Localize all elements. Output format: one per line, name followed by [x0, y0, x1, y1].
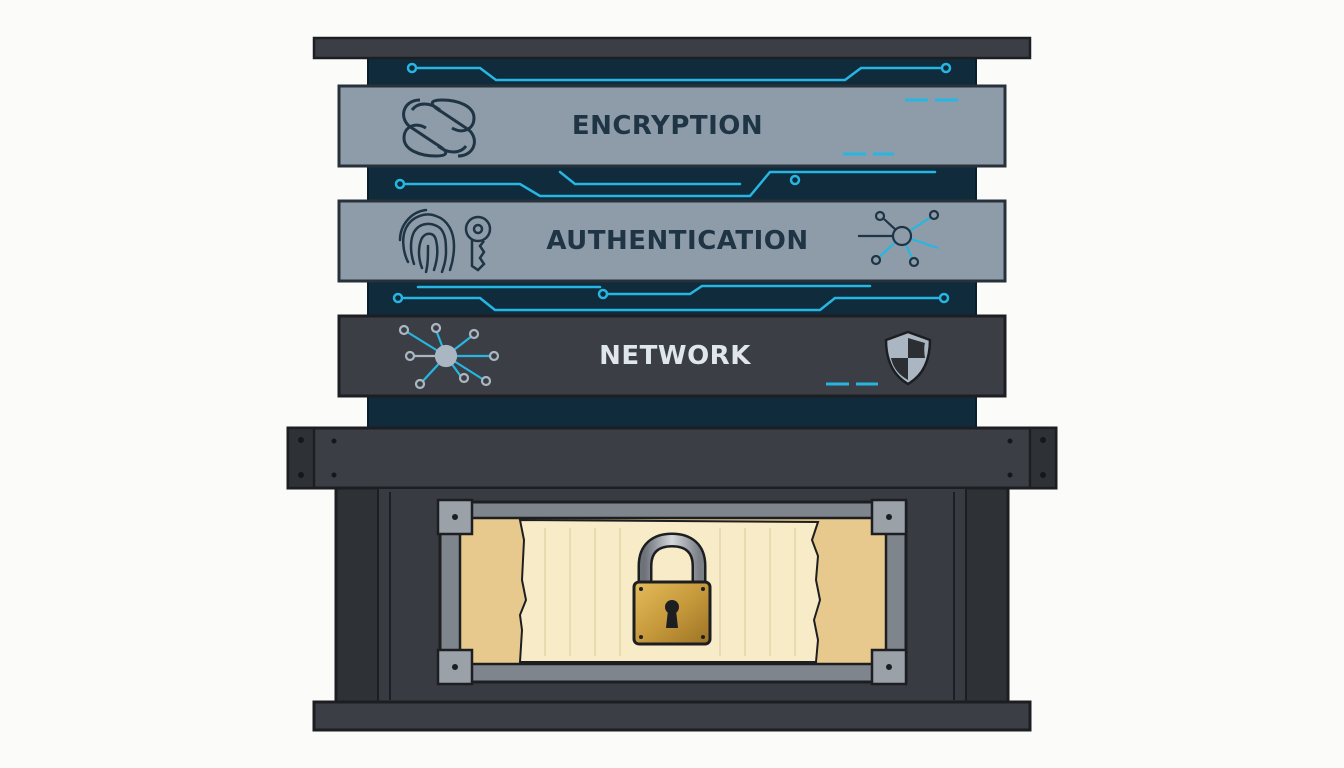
network-hub-icon — [398, 322, 500, 390]
top-cap — [312, 36, 1032, 60]
status-dashes — [843, 98, 958, 156]
shield-icon — [884, 330, 932, 386]
padlock-icon — [632, 532, 712, 646]
fingerprint-icon — [398, 208, 456, 274]
chain-link-icon — [402, 98, 476, 158]
circuit-traces — [392, 62, 952, 312]
parchment-lines — [544, 528, 796, 656]
network-label: NETWORK — [599, 341, 751, 371]
lower-beam — [286, 426, 1058, 490]
key-icon — [464, 215, 492, 272]
node-graph-icon — [858, 209, 940, 268]
authentication-label: AUTHENTICATION — [546, 226, 809, 256]
rivets — [298, 437, 1046, 478]
bottom-plinth — [312, 700, 1032, 732]
vault-pillar-lines — [389, 492, 955, 700]
encryption-label: ENCRYPTION — [571, 111, 764, 141]
bracket-bolts — [452, 514, 892, 670]
